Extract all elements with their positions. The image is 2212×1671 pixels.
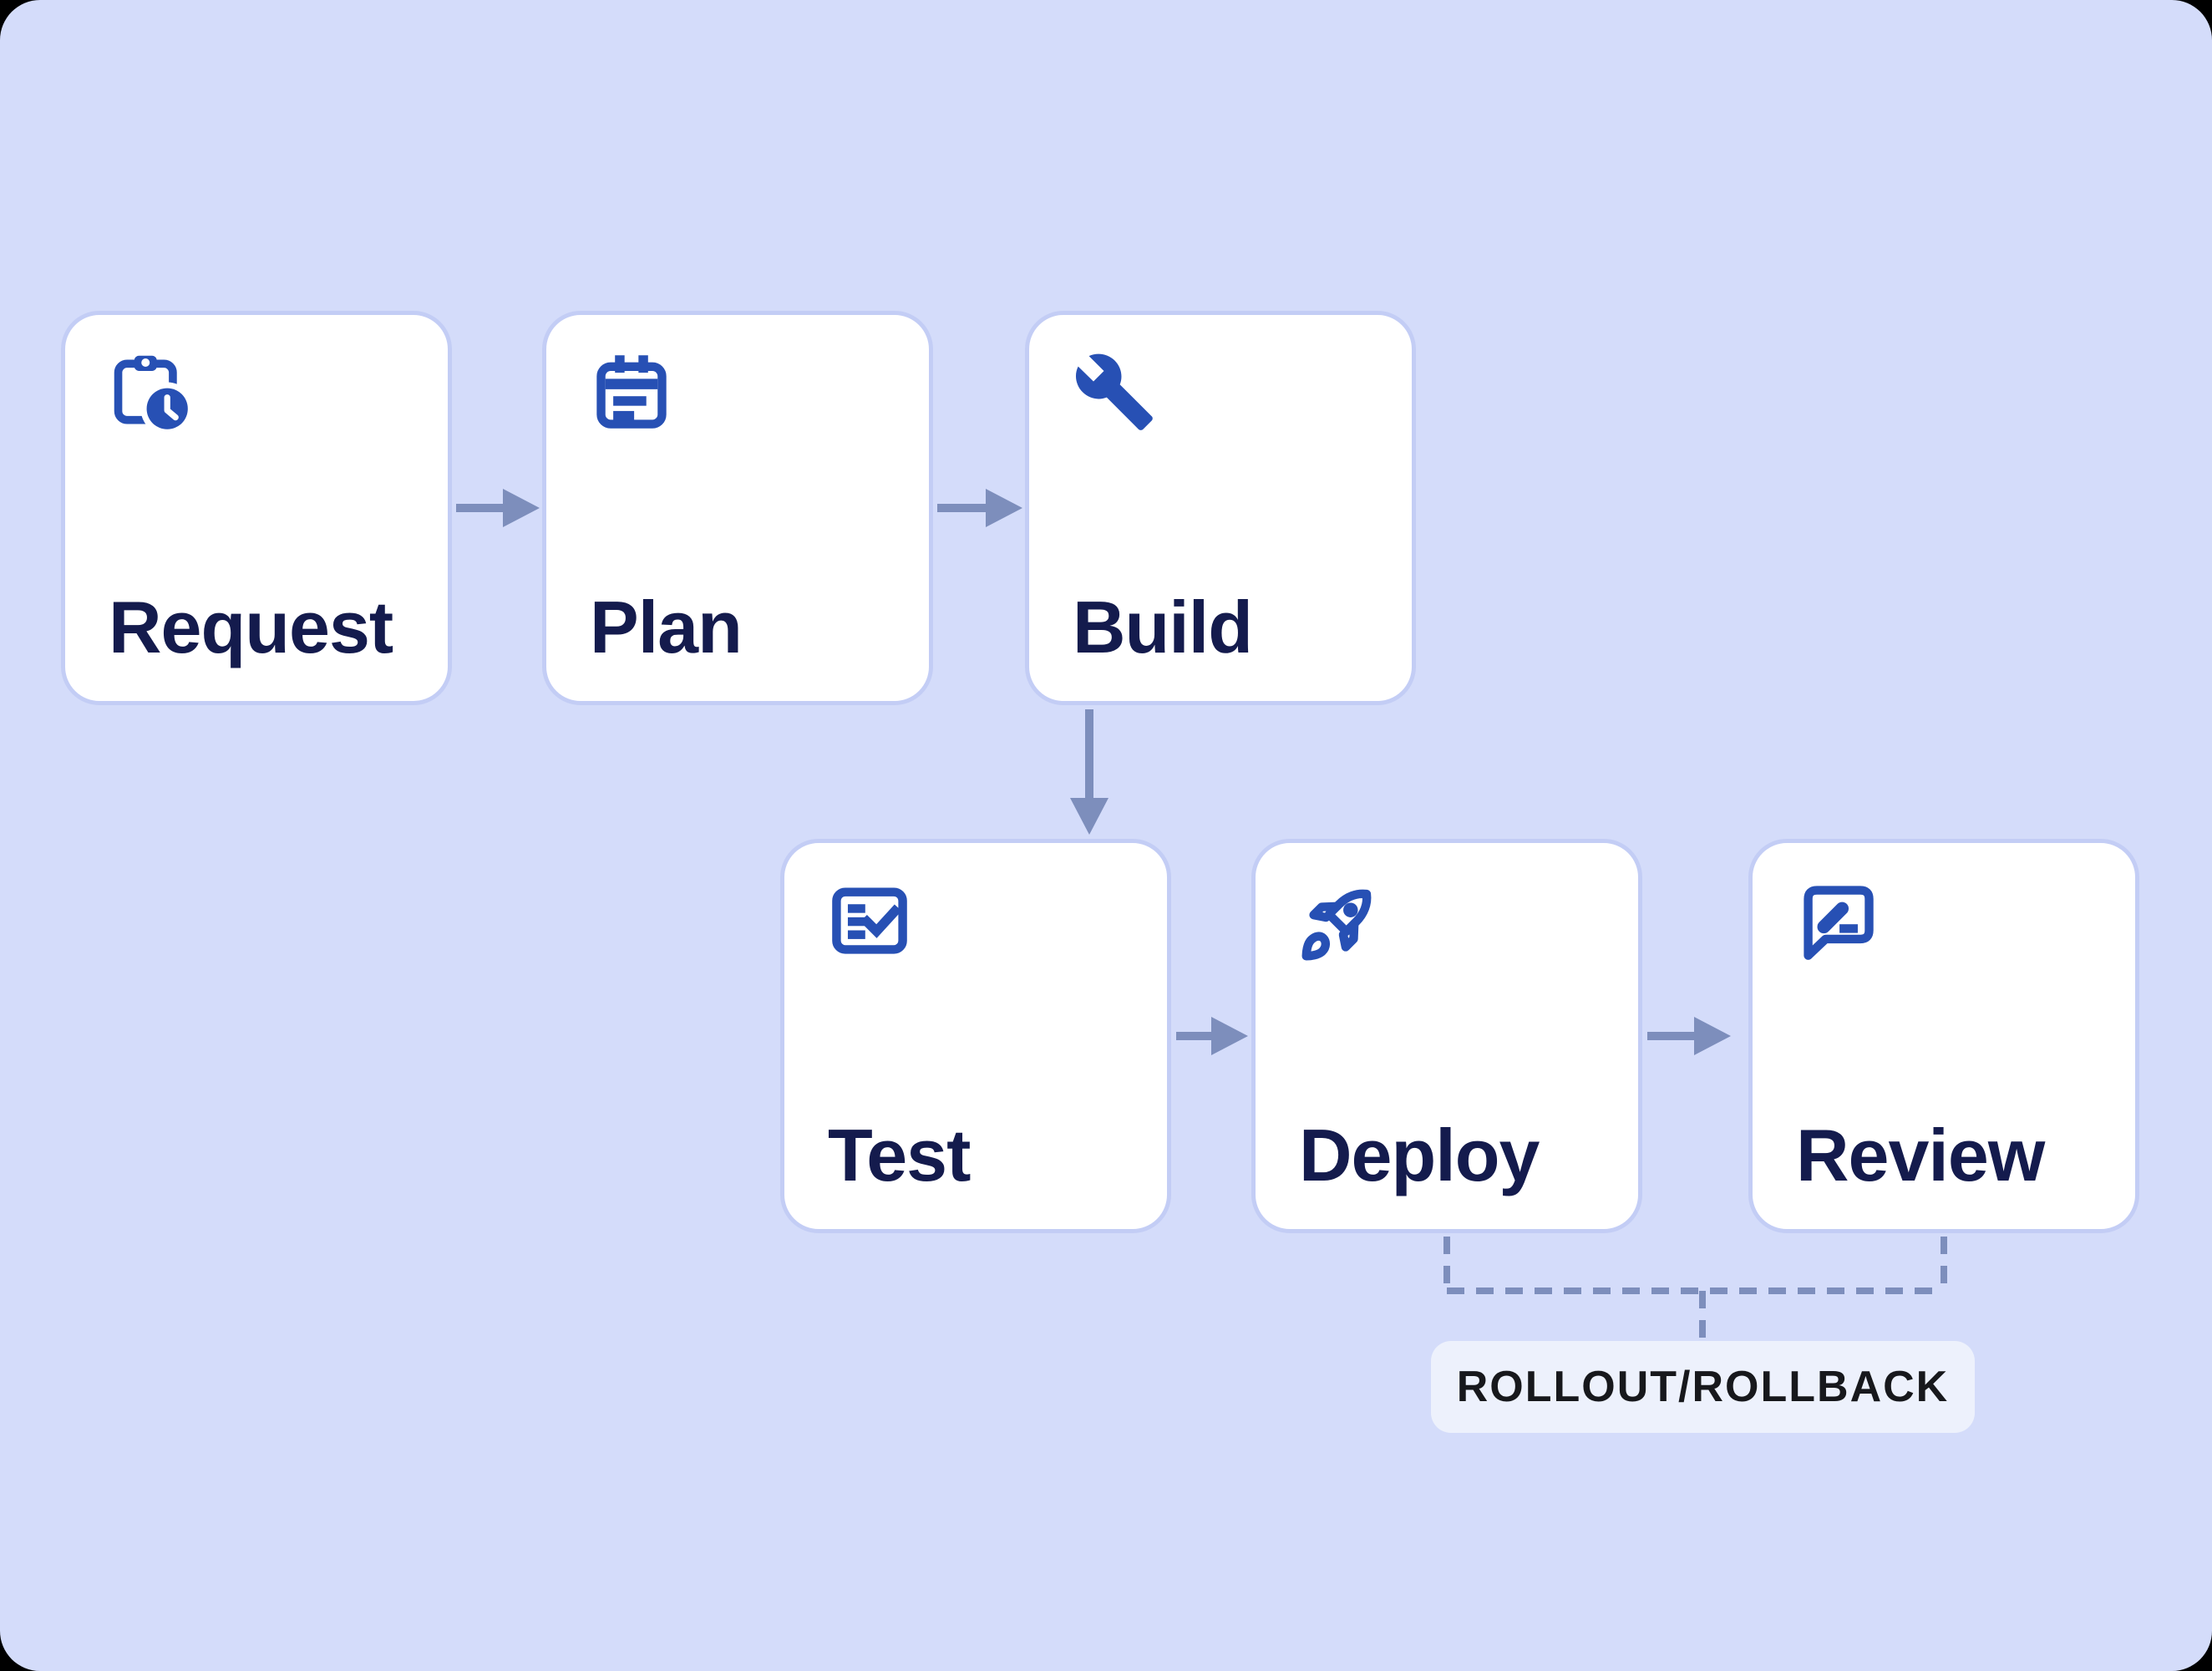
- node-request: Request: [61, 311, 452, 705]
- wrench-icon: [1075, 353, 1153, 430]
- node-plan: Plan: [542, 311, 933, 705]
- arrow-build-to-test: [1070, 709, 1109, 835]
- node-label: Request: [109, 586, 393, 668]
- arrow-deploy-to-review: [1647, 1017, 1731, 1055]
- clipboard-clock-icon: [114, 355, 192, 434]
- node-label: Test: [828, 1114, 971, 1196]
- node-test: Test: [780, 839, 1171, 1233]
- rollout-rollback-tag: ROLLOUT/ROLLBACK: [1431, 1341, 1975, 1433]
- rocket-icon: [1301, 889, 1372, 961]
- calendar-note-icon: [596, 355, 667, 429]
- node-label: Review: [1796, 1114, 2045, 1196]
- node-build: Build: [1025, 311, 1416, 705]
- rollout-rollback-label: ROLLOUT/ROLLBACK: [1456, 1363, 1950, 1411]
- arrow-request-to-plan: [456, 489, 540, 527]
- node-review: Review: [1748, 839, 2139, 1233]
- node-label: Build: [1073, 586, 1253, 668]
- node-label: Deploy: [1299, 1114, 1540, 1196]
- checklist-check-icon: [832, 887, 907, 954]
- node-label: Plan: [590, 586, 743, 668]
- node-deploy: Deploy: [1251, 839, 1642, 1233]
- arrow-test-to-deploy: [1176, 1017, 1248, 1055]
- comment-edit-icon: [1804, 886, 1874, 960]
- arrow-plan-to-build: [937, 489, 1022, 527]
